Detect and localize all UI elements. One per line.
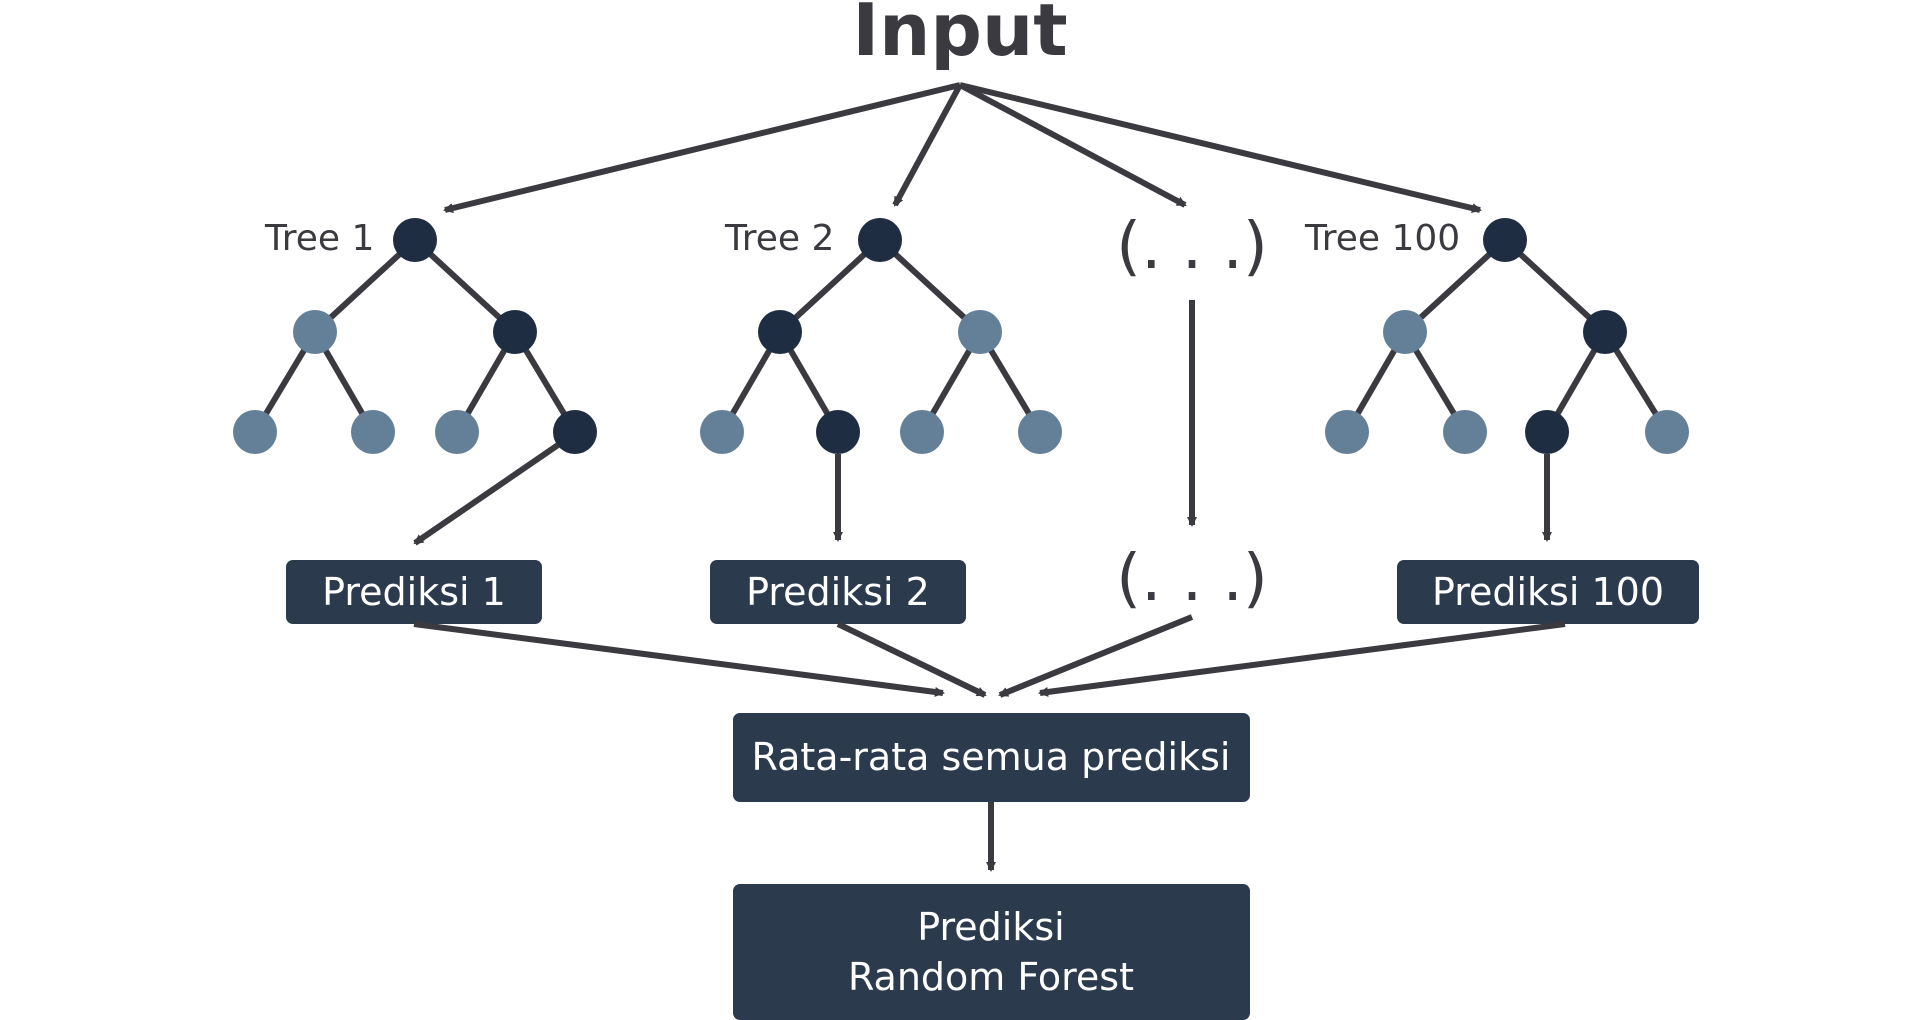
final-prediction-line1: Prediksi [917,905,1064,949]
prediction-label-2: Prediksi 2 [746,570,930,614]
tree-2-leaf [700,410,744,454]
tree-100: Tree 100 [1304,218,1689,542]
tree-2-leaf [900,410,944,454]
tree-100-leaf [1443,410,1487,454]
arrow-input-tree1 [443,82,961,213]
aggregation-arrows [413,614,1566,698]
tree-100-leaf [1525,410,1569,454]
tree-1-root-node [393,218,437,262]
tree-100-node [1383,310,1427,354]
tree-2: Tree 2 [700,218,1062,542]
arrow-pred100-aggregate [1038,621,1566,697]
tree-100-label: Tree 100 [1304,218,1460,259]
tree-1-leaf [435,410,479,454]
ellipsis-column: (. . .) (. . .) [1116,210,1268,616]
final-prediction-box [733,884,1250,1020]
prediction-box-1 [286,560,542,624]
tree-2-leaf [1018,410,1062,454]
arrow-pred2-aggregate [836,621,987,698]
tree-1-leaf [553,410,597,454]
tree-100-leaf [1645,410,1689,454]
arrow-ellipsis-aggregate [998,614,1194,698]
tree-2-leaf [816,410,860,454]
prediction-boxes: Prediksi 1 Prediksi 2 Prediksi 100 [286,560,1699,624]
tree-2-node [758,310,802,354]
aggregate-box [733,713,1250,802]
tree-100-root-node [1483,218,1527,262]
arrow-tree1-prediction [413,442,560,546]
tree-100-leaf [1325,410,1369,454]
final-prediction-line2: Random Forest [848,955,1134,999]
tree-1-node [293,310,337,354]
tree-1-leaf [351,410,395,454]
prediction-box-100 [1397,560,1699,624]
arrow-input-ellipsis [958,82,1187,208]
input-arrows [443,82,1482,213]
arrow-input-tree100 [959,82,1482,213]
aggregate-label: Rata-rata semua prediksi [752,735,1231,779]
tree-2-label: Tree 2 [724,218,834,259]
tree-1: Tree 1 [233,218,597,546]
tree-2-root-node [858,218,902,262]
tree-1-label: Tree 1 [264,218,374,259]
arrow-input-tree2 [892,83,963,207]
prediction-label-100: Prediksi 100 [1432,570,1664,614]
diagram-title: Input [852,0,1067,72]
tree-1-leaf [233,410,277,454]
arrow-pred1-aggregate [413,621,945,697]
prediction-label-1: Prediksi 1 [322,570,506,614]
ellipsis-trees: (. . .) [1116,210,1268,284]
ellipsis-predictions: (. . .) [1116,542,1268,616]
tree-100-node [1583,310,1627,354]
tree-2-node [958,310,1002,354]
tree-1-node [493,310,537,354]
prediction-box-2 [710,560,966,624]
